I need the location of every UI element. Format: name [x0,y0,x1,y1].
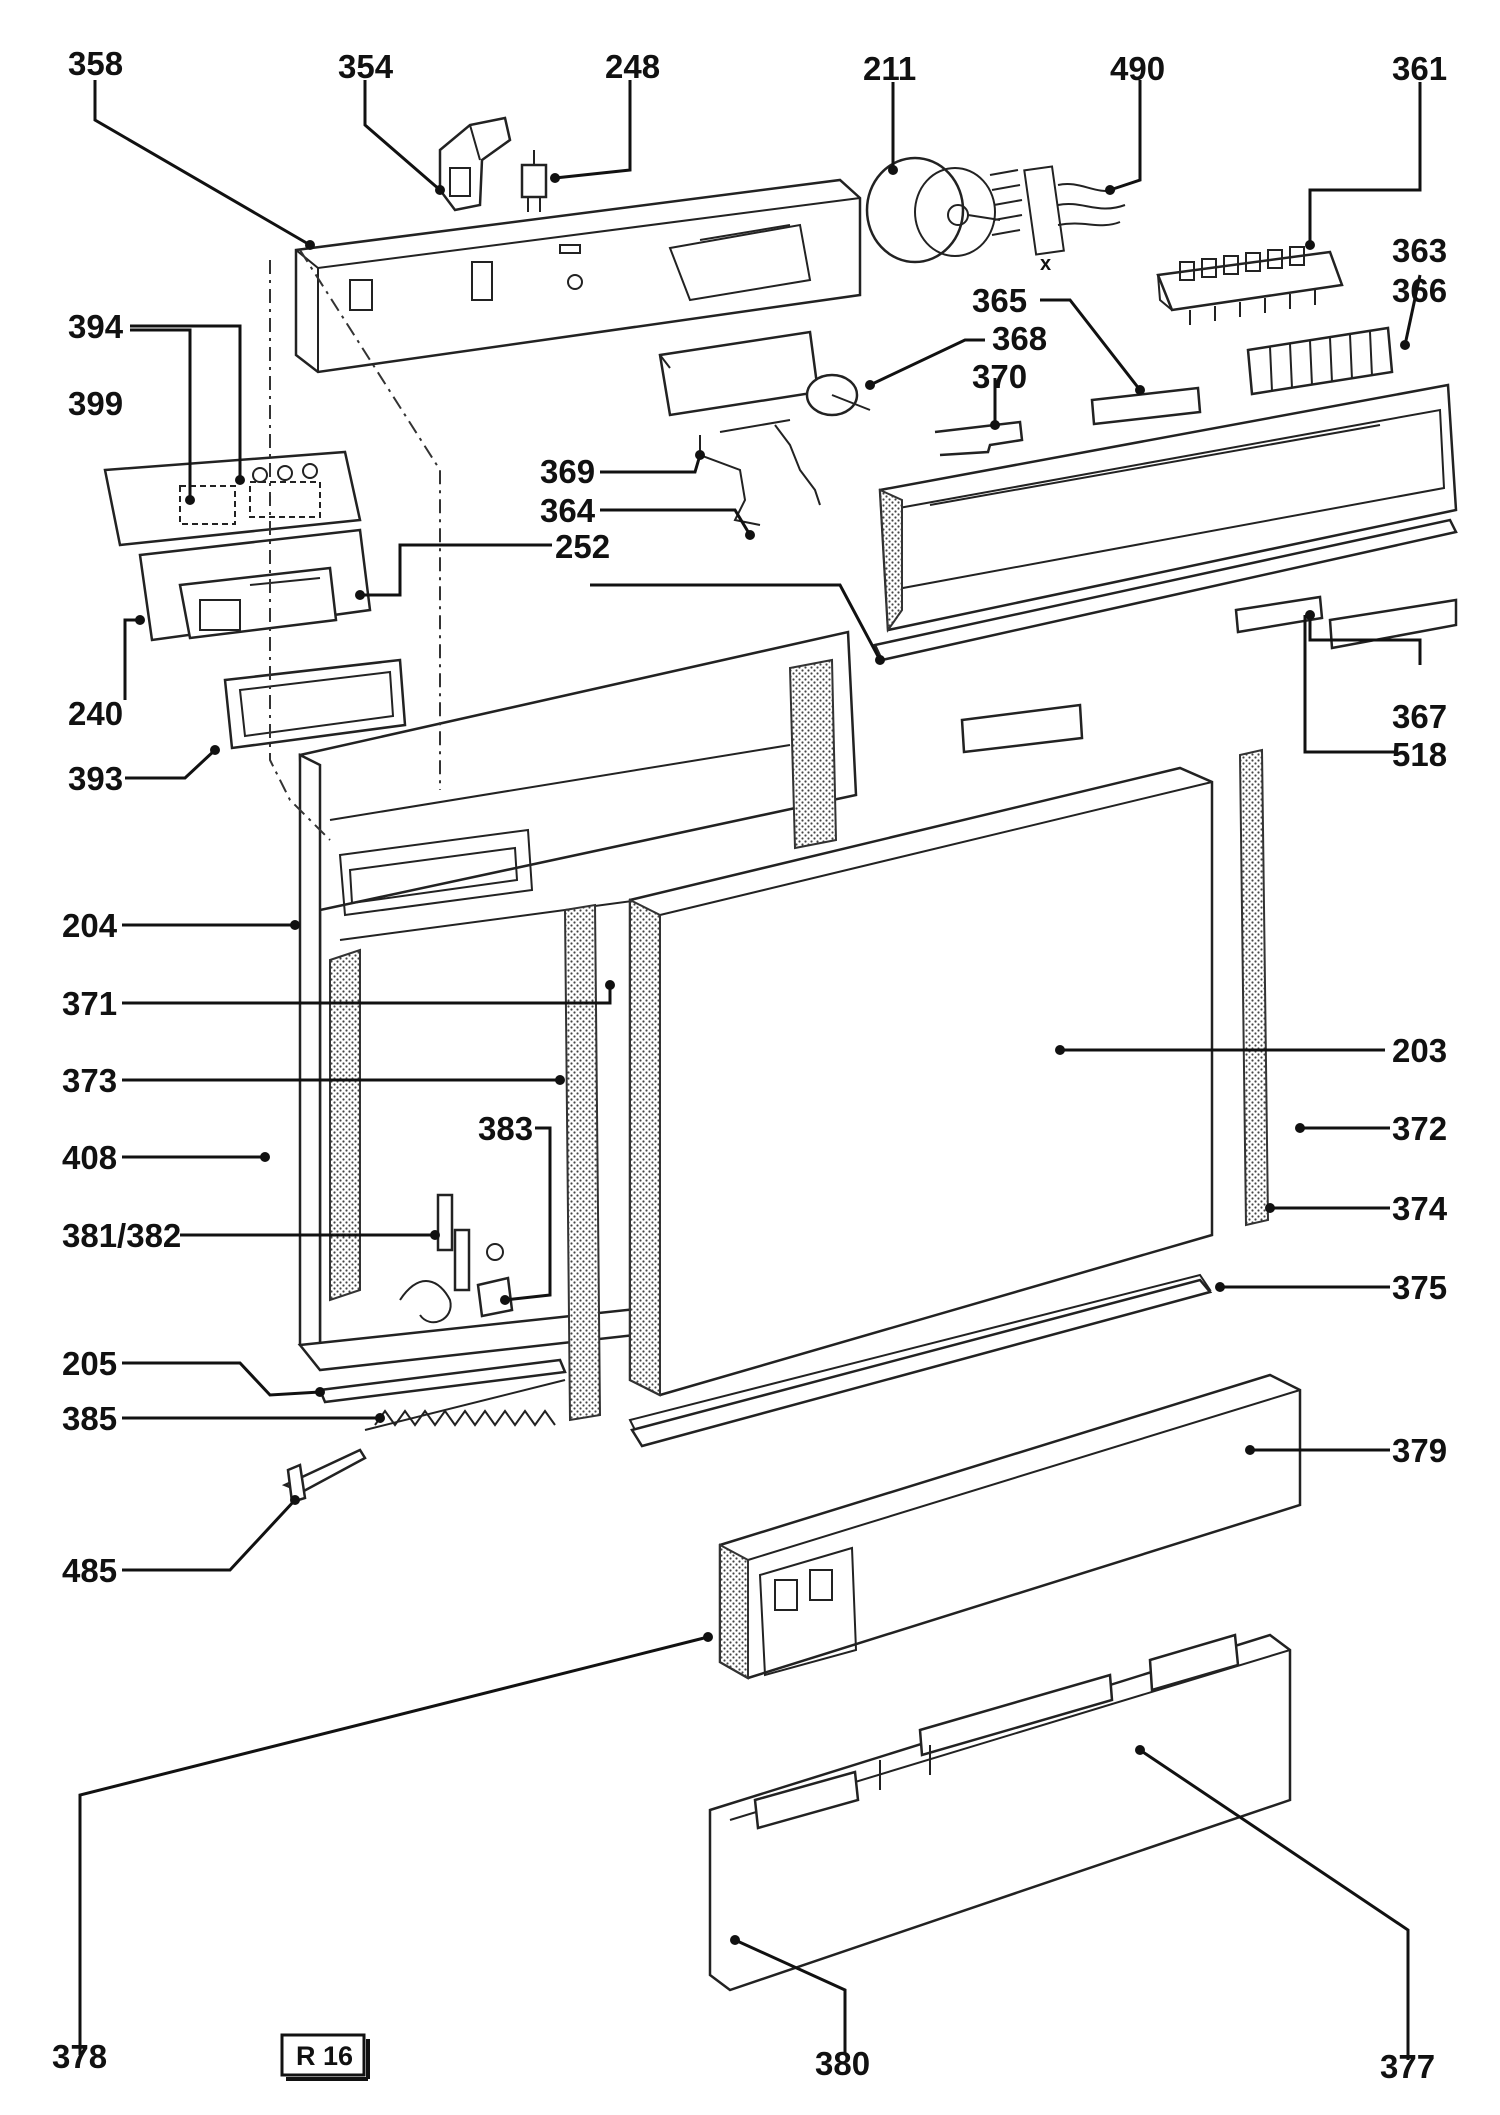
part-label-370: 370 [972,358,1027,395]
terminal-block-part [1156,246,1344,325]
display-panel-part [103,450,362,547]
part-label-366: 366 [1392,272,1447,309]
part-label-485: 485 [62,1552,117,1589]
part-label-363: 363 [1392,232,1447,269]
door-seal-part [318,1358,567,1404]
part-label-394: 394 [68,308,124,345]
leader-dots [135,165,1410,1945]
part-label-408: 408 [62,1139,117,1176]
part-label-385: 385 [62,1400,117,1437]
lower-panel-part [708,1633,1292,1992]
push-button-block-part [1246,326,1394,396]
part-label-211: 211 [863,50,916,87]
electronic-module-part [138,528,372,642]
dashed-assembly-lines [269,249,441,841]
part-label-399: 399 [68,385,123,422]
control-panel-front-part [873,383,1458,754]
button-bracket-part [1090,386,1202,426]
part-label-358: 358 [68,45,123,82]
part-label-369: 369 [540,453,595,490]
part-label-240: 240 [68,695,123,732]
part-label-365: 365 [972,282,1027,319]
part-label-378: 378 [52,2038,107,2075]
page-badge-text: R 16 [296,2041,353,2071]
door-lock-part [399,1193,514,1324]
pressure-switch-part [658,330,871,417]
part-label-375: 375 [1392,1269,1447,1306]
part-label-372: 372 [1392,1110,1447,1147]
svg-text:x: x [1040,253,1051,275]
hinge-pin-part [281,1448,367,1504]
kick-plate-part [718,1373,1302,1680]
gasket-frame-part [223,658,407,750]
door-spring-part [364,1379,566,1431]
part-label-381-382: 381/382 [62,1217,181,1254]
part-label-380: 380 [815,2045,870,2082]
bottom-rail-part [630,1278,1213,1448]
page-badge: R 16 [280,2033,370,2081]
part-label-379: 379 [1392,1432,1447,1469]
part-label-361: 361 [1392,50,1447,87]
micro-switch-part [520,150,548,212]
part-label-367: 367 [1392,698,1447,735]
part-label-518: 518 [1392,736,1447,773]
timer-part [865,156,1023,264]
part-label-204: 204 [62,907,118,944]
part-label-374: 374 [1392,1190,1448,1227]
part-label-248: 248 [605,48,660,85]
right-side-trim-part [1238,748,1270,1227]
part-label-252: 252 [555,528,610,565]
part-label-354: 354 [338,48,394,85]
left-side-trim-part [563,903,602,1422]
part-label-364: 364 [540,492,596,529]
door-switch-part [438,116,512,212]
part-label-203: 203 [1392,1032,1447,1069]
outer-door-panel-part [628,766,1214,1442]
part-label-383: 383 [478,1110,533,1147]
part-label-373: 373 [62,1062,117,1099]
part-label-393: 393 [68,760,123,797]
wiring-harness-part: x [1023,165,1126,275]
part-label-371: 371 [62,985,117,1022]
part-label-368: 368 [992,320,1047,357]
part-label-205: 205 [62,1345,117,1382]
part-label-377: 377 [1380,2048,1435,2085]
clip-part [934,420,1024,457]
leader-lines [78,80,1422,2060]
part-label-490: 490 [1110,50,1165,87]
